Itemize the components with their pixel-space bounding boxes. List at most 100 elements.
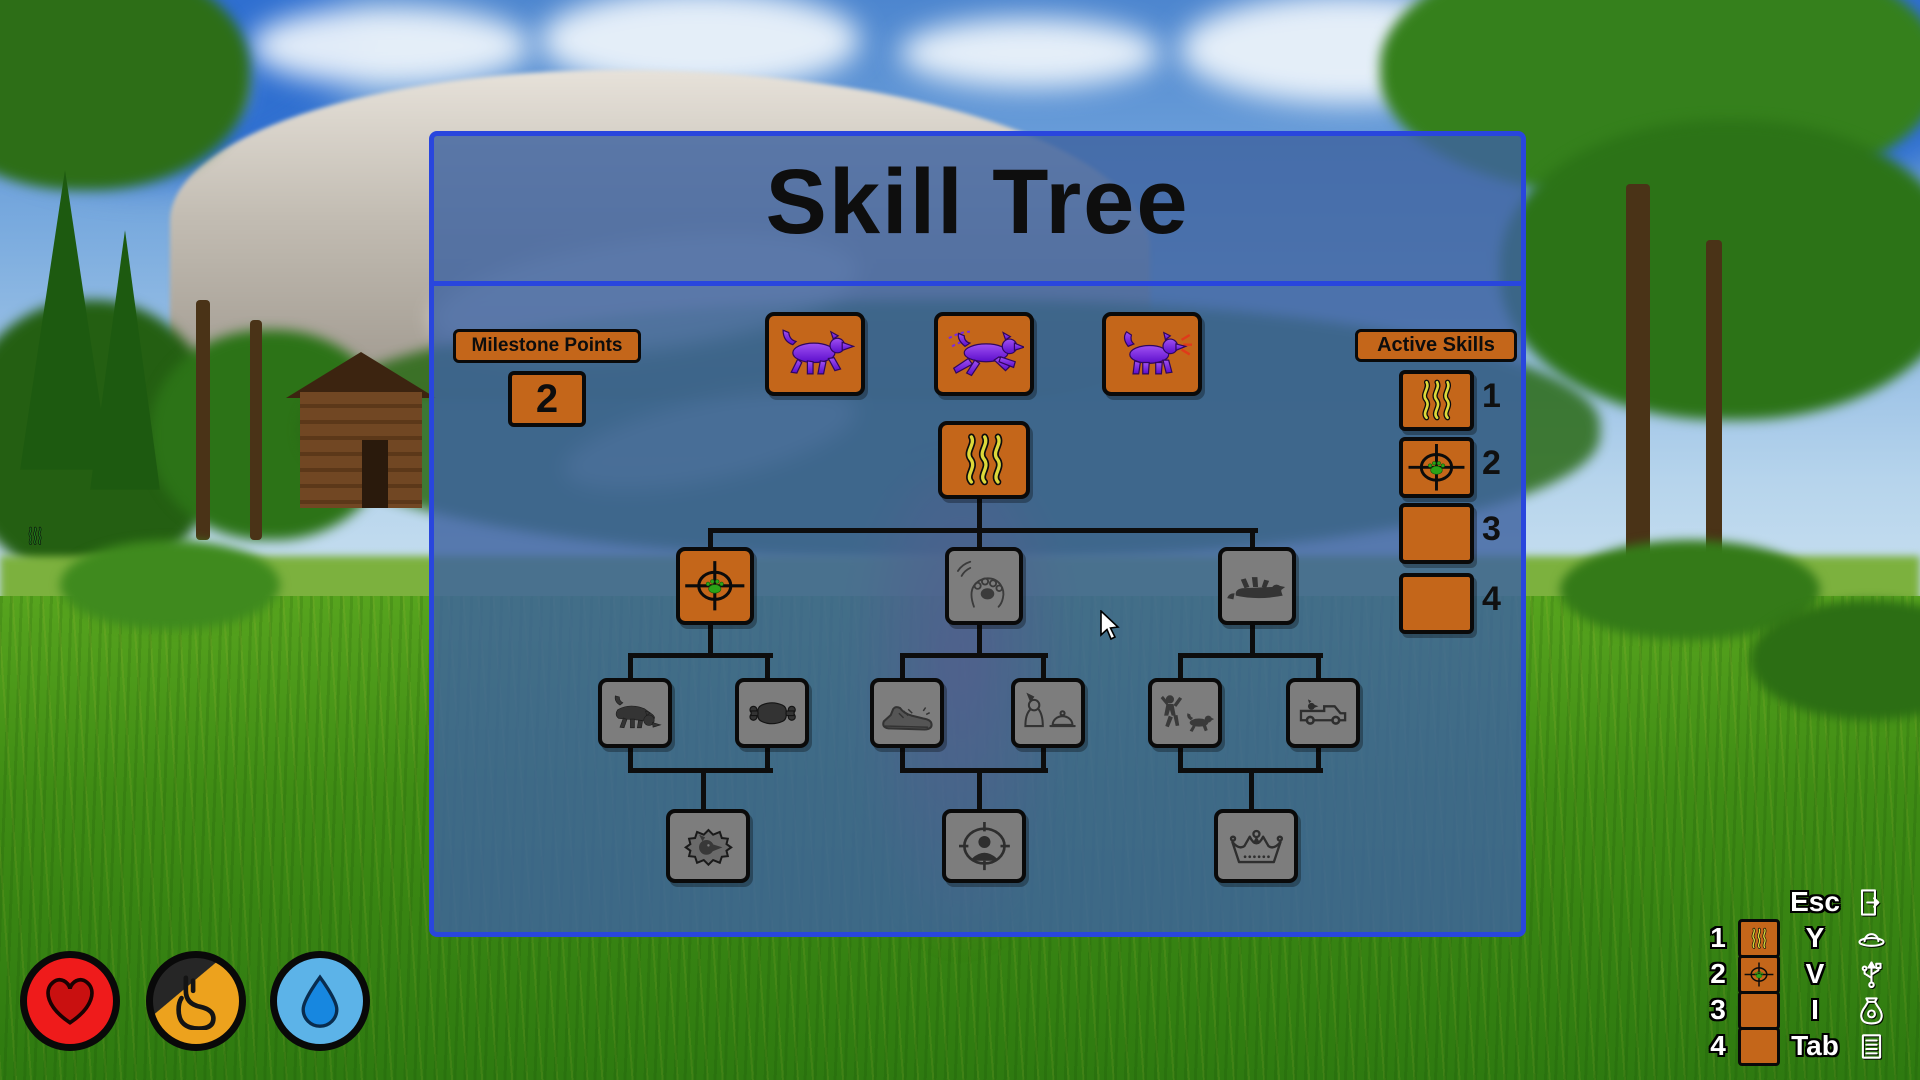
milestone-points-value: 2 (508, 371, 586, 427)
active-skill-slot-3[interactable] (1399, 503, 1474, 564)
keybind-slot-box (1738, 954, 1780, 994)
tree-trunk (250, 320, 262, 540)
mouse-cursor (1100, 610, 1120, 641)
panel-title: Skill Tree (765, 151, 1190, 253)
connector-line (708, 528, 713, 550)
thirst-drop-icon (292, 973, 348, 1029)
skill-node-dig[interactable] (666, 809, 750, 883)
keybind-num: 3 (1710, 994, 1726, 1025)
tree-trunk (1706, 240, 1722, 570)
connector-line (900, 738, 905, 772)
connector-line (1316, 653, 1321, 681)
connector-line (977, 491, 982, 549)
connector-line (1178, 653, 1323, 658)
connector-line (628, 768, 773, 773)
skill-node-roll-over[interactable] (1218, 547, 1296, 625)
tracking-paw-icon (684, 555, 746, 617)
active-skill-slot-1[interactable] (1399, 370, 1474, 431)
tracking-paw-icon (1744, 961, 1774, 988)
connector-line (628, 653, 633, 681)
skill-node-food-dish[interactable] (1011, 678, 1085, 748)
keybind-esc: Esc (1790, 886, 1840, 917)
hunger-stomach-icon (167, 972, 225, 1030)
chase-person-icon (1156, 686, 1214, 741)
connector-line (765, 738, 770, 772)
connector-line (708, 528, 1258, 533)
dog-in-truck-icon (1294, 686, 1352, 741)
track-person-icon (951, 817, 1018, 875)
dog-bark-icon (1112, 321, 1193, 388)
skill-node-crown[interactable] (1214, 809, 1298, 883)
milestone-points-label: Milestone Points (453, 329, 641, 363)
skill-node-scent[interactable] (938, 421, 1030, 499)
tree-trunk (1626, 184, 1650, 574)
cabin-door (362, 440, 388, 508)
ability-dog-walk[interactable] (765, 312, 865, 396)
shoe-icon (878, 686, 936, 741)
connector-line (628, 738, 633, 772)
thirst-indicator (270, 951, 370, 1051)
bush (60, 540, 280, 630)
keybind-num: 1 (1710, 922, 1726, 953)
connector-line (977, 615, 982, 657)
dog-head-burst-icon (675, 817, 742, 875)
connector-line (765, 653, 770, 681)
dog-food-dish-icon (1019, 686, 1077, 741)
skill-node-meat[interactable] (735, 678, 809, 748)
connector-line (900, 768, 1048, 773)
sniffing-dog-icon (606, 686, 664, 741)
connector-line (628, 653, 773, 658)
ability-dog-run[interactable] (934, 312, 1034, 396)
skill-node-sniffing[interactable] (598, 678, 672, 748)
skill-node-tracking[interactable] (676, 547, 754, 625)
cloud (250, 6, 530, 86)
exit-door-icon (1856, 887, 1887, 918)
tree-trunk (196, 300, 210, 540)
money-bag-icon (1856, 995, 1887, 1026)
skill-node-truck-ride[interactable] (1286, 678, 1360, 748)
skill-node-paw-shake[interactable] (945, 547, 1023, 625)
skill-node-shoe[interactable] (870, 678, 944, 748)
paw-shake-icon (953, 555, 1015, 617)
keybind-num: 4 (1710, 1030, 1726, 1061)
connector-line (1178, 653, 1183, 681)
skill-node-track-person[interactable] (942, 809, 1026, 883)
keybind-key: Tab (1791, 1030, 1839, 1061)
active-skills-label: Active Skills (1355, 329, 1517, 362)
hunger-indicator (146, 951, 246, 1051)
connector-line (900, 653, 905, 681)
keybind-slot-box (1738, 1026, 1780, 1066)
keybind-key: V (1805, 958, 1825, 989)
ability-dog-bark[interactable] (1102, 312, 1202, 396)
connector-line (708, 615, 713, 657)
scent-icon (1407, 377, 1466, 424)
usb-icon (1856, 959, 1887, 990)
health-indicator (20, 951, 120, 1051)
keybind-slot-box (1738, 918, 1780, 958)
active-skill-slot-4[interactable] (1399, 573, 1474, 634)
roll-over-icon (1226, 555, 1288, 617)
keybind-key: I (1811, 994, 1819, 1025)
notes-icon (1856, 1031, 1887, 1062)
keybind-num: 2 (1710, 958, 1726, 989)
connector-line (977, 768, 982, 812)
active-skill-slot-2[interactable] (1399, 437, 1474, 498)
connector-line (1249, 768, 1254, 812)
health-heart-icon (39, 970, 101, 1032)
tracking-paw-icon (1407, 444, 1466, 491)
skill-node-chase[interactable] (1148, 678, 1222, 748)
hat-icon (1856, 923, 1887, 954)
connector-line (1041, 738, 1046, 772)
slot-number: 4 (1482, 580, 1501, 618)
keybind-key: Y (1805, 922, 1825, 953)
connector-line (1041, 653, 1046, 681)
slot-number: 3 (1482, 510, 1501, 548)
crown-icon (1223, 817, 1290, 875)
connector-line (701, 768, 706, 812)
connector-line (1178, 738, 1183, 772)
cabin (300, 392, 422, 508)
keybind-legend: Esc 1 Y 2 V 3 I 4 Tab (1700, 884, 1916, 1066)
connector-line (1250, 528, 1255, 550)
connector-line (900, 653, 1048, 658)
